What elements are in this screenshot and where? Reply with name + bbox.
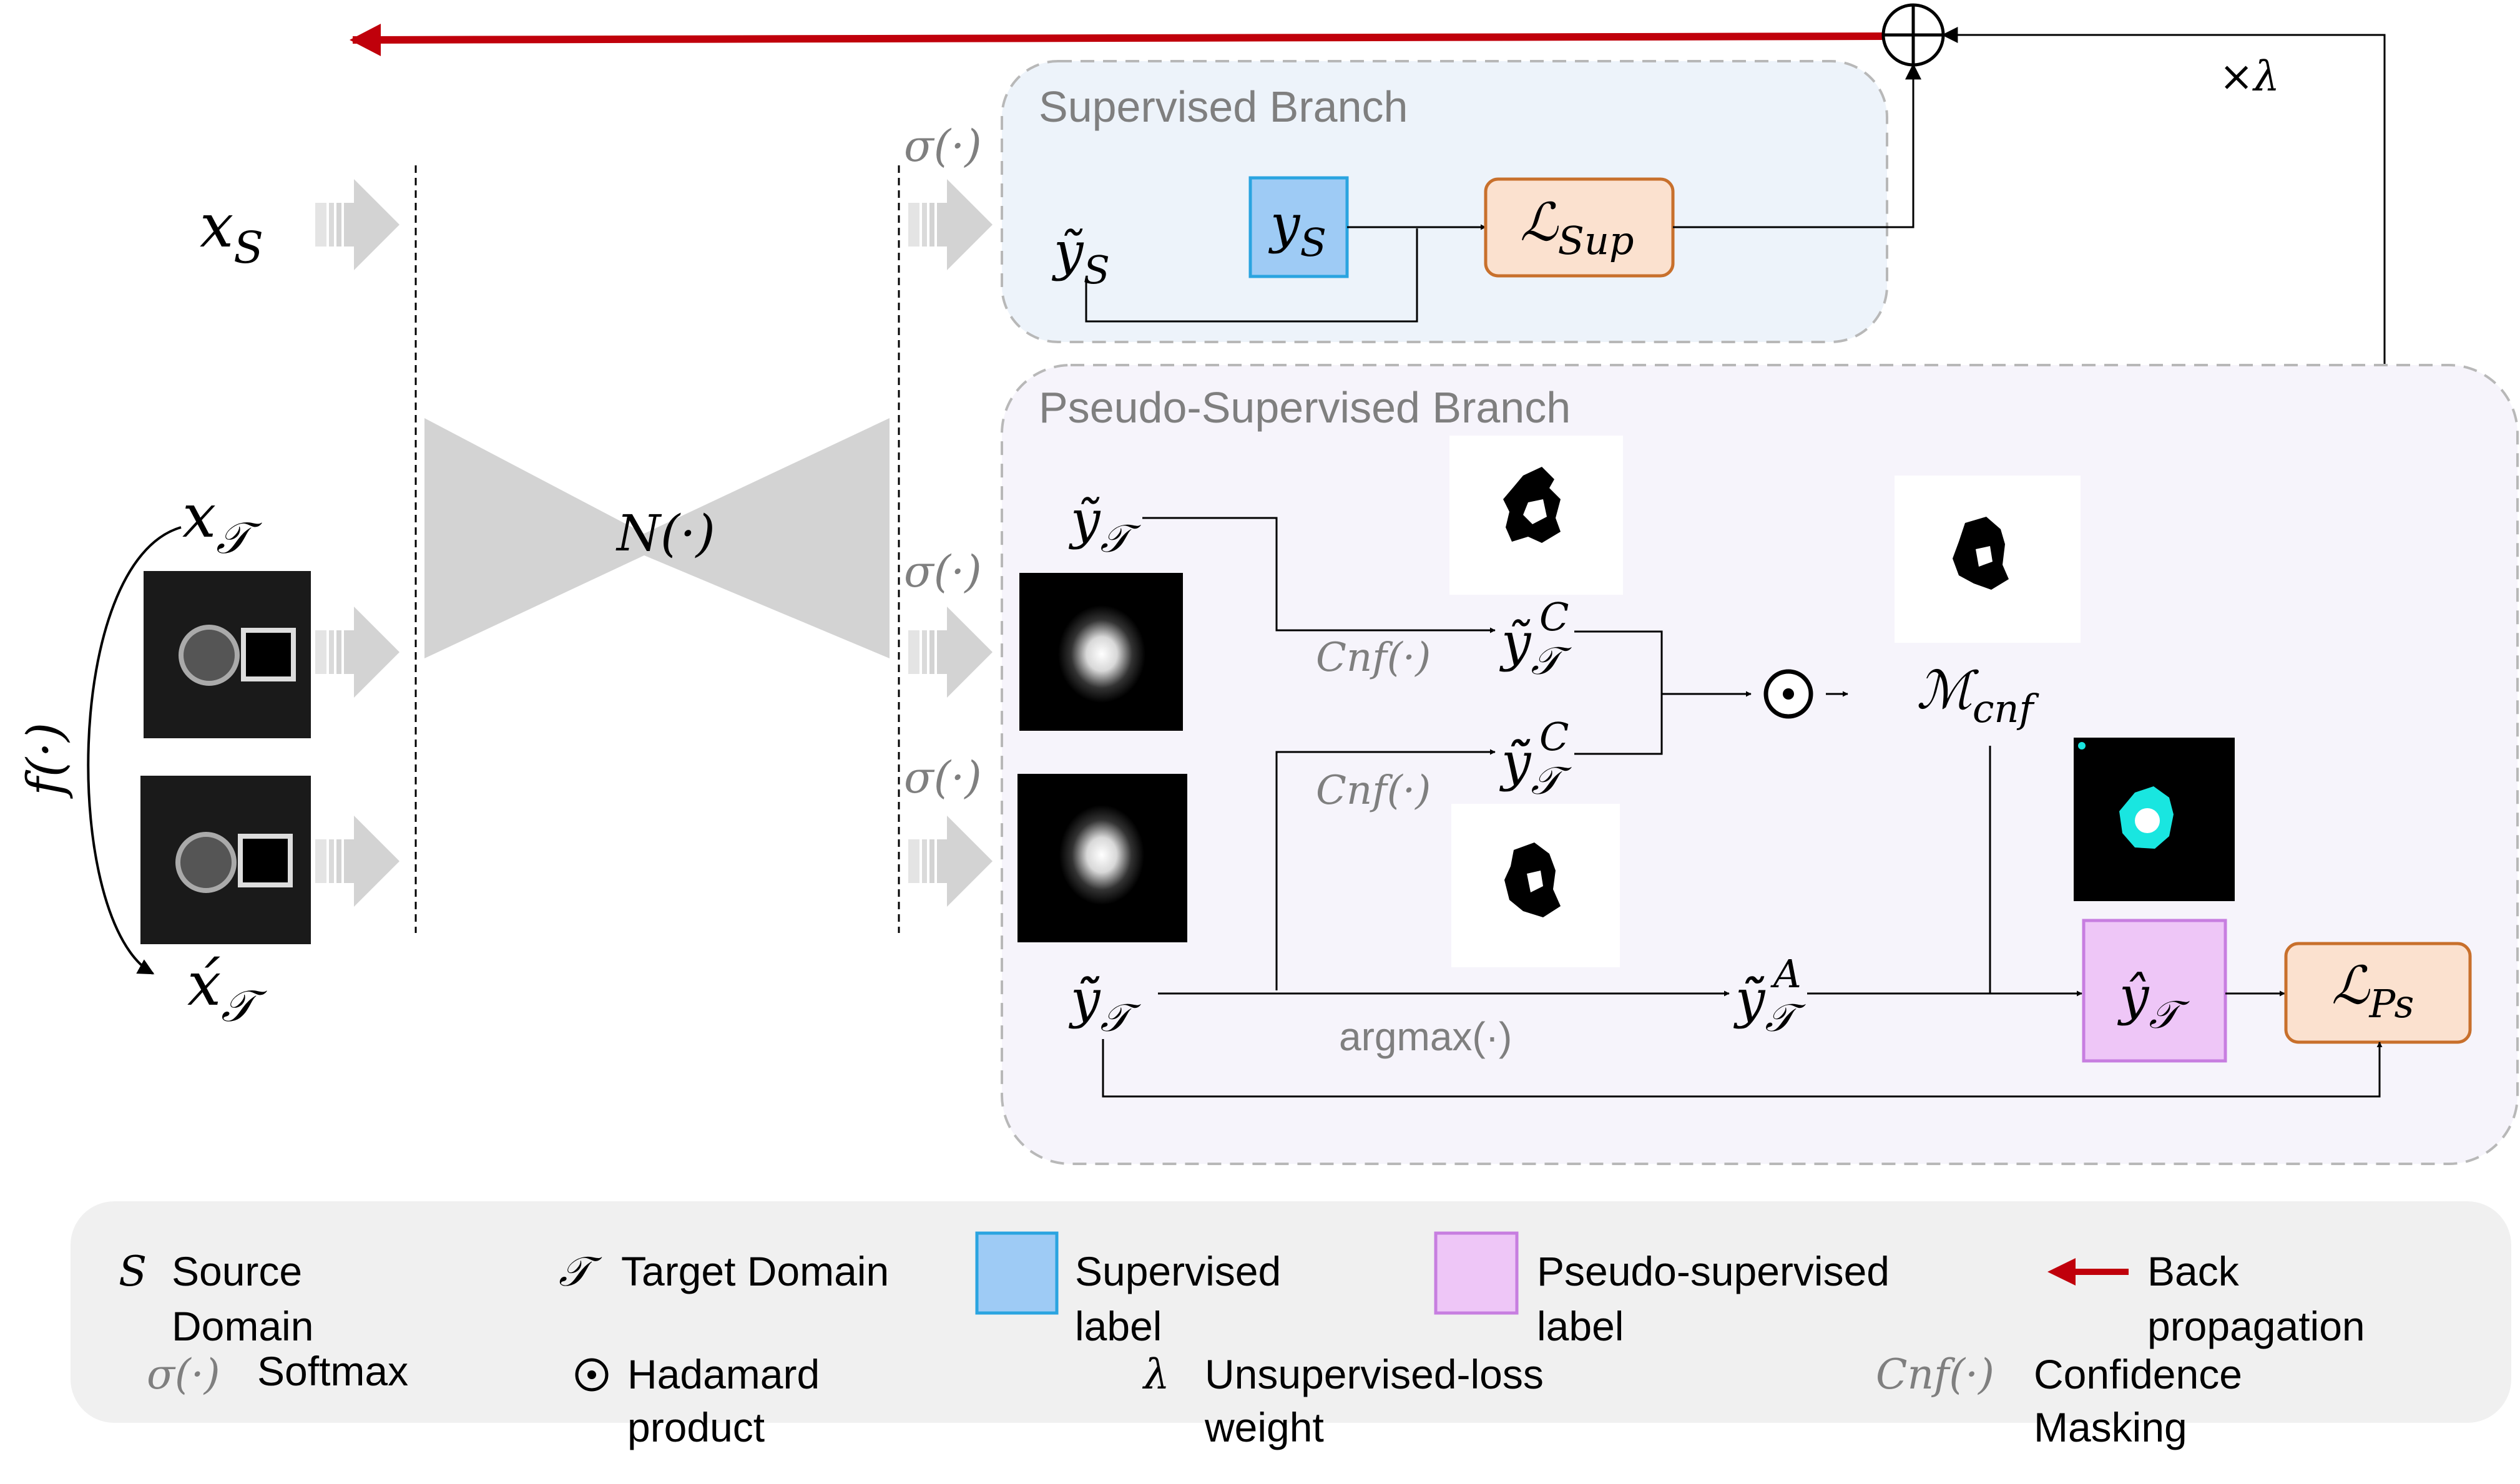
network-hourglass [424,418,890,658]
xt-input-arrow [315,607,400,698]
ys-tilde-label: ỹS [1051,221,1110,293]
ytt-to-cnf-line [1275,749,1496,990]
ys-tilde-line [1085,228,1418,323]
xt-mri-organ-1 [179,625,240,686]
supervised-branch-title: Supervised Branch [1039,82,1408,131]
augmentation-label: f(·) [16,723,74,799]
combined-mask-hole [1976,546,1993,567]
mask-hole-2 [1527,871,1543,892]
legend-pseudo-text-2: label [1537,1303,1624,1349]
cnf-label-2: Cnf(·) [1316,768,1431,814]
legend-lambda-text-1: Unsupervised-loss [1205,1351,1544,1397]
ys-label: yS [1268,193,1326,265]
mcnf-label: ℳcnf [1916,660,2039,731]
xs-input-arrow [315,179,400,270]
xtp-mri-organ-2 [238,834,293,887]
legend-source-text-1: Source [172,1248,302,1294]
legend-hadamard-dot [587,1370,596,1379]
yttc-to-hadamard-line [1574,691,1752,755]
legend-supervised-text-1: Supervised [1075,1248,1281,1294]
loss-sup-to-sum-line [1673,63,1921,228]
lambda-label: ×λ [2219,52,2280,100]
sigma-arrow-2 [908,607,993,698]
legend-source-symbol: S [119,1247,147,1296]
legend-lambda-text-2: weight [1204,1404,1324,1450]
legend-supervised-text-2: label [1075,1303,1162,1349]
mask-hole-1 [1523,499,1547,524]
ys-label-box [1248,176,1349,278]
augmentation-arc [87,526,182,975]
sigma-label-1: σ(·) [904,120,982,172]
pseudo-label-overlay-speck [2078,742,2086,749]
prob-map-2-blob [1059,805,1144,905]
pseudo-label-box [2082,919,2227,1063]
legend-softmax-symbol: σ(·) [147,1350,220,1399]
pseudo-label-overlay-core [2135,808,2160,833]
legend-pseudo-text-1: Pseudo-supervised [1537,1248,1890,1294]
legend-cnf-symbol: Cnf(·) [1876,1350,1994,1399]
pseudo-branch-title: Pseudo-Supervised Branch [1039,383,1571,432]
sigma-arrow-1 [908,179,993,270]
xt-mri-organ-2 [241,628,296,681]
xt-label: x𝒯 [182,481,262,564]
legend-cnf-text-2: Masking [2034,1404,2187,1450]
sigma-label-3: σ(·) [904,752,982,803]
cnf-label-1: Cnf(·) [1316,635,1431,681]
legend-hadamard-text-1: Hadamard [627,1351,820,1397]
prob-map-1-blob [1058,605,1145,703]
legend-backprop-text-1: Back [2147,1248,2240,1294]
legend-hadamard-circle [575,1358,609,1392]
hadamard-dot [1783,688,1794,700]
xtp-label: x́𝒯 [187,949,267,1032]
legend-supervised-swatch [975,1231,1059,1315]
backprop-arrowhead [350,24,381,56]
network-label: N(·) [615,504,715,562]
xtp-input-arrow [315,816,400,907]
yt-to-cnf-line [1142,517,1496,633]
ytt-bottom-to-loss-line [1102,1039,2383,1098]
backprop-arrow [352,32,1886,44]
legend-backprop-arrowhead [2047,1258,2076,1286]
legend-source-text-2: Domain [172,1303,313,1349]
argmax-label: argmax(·) [1339,1014,1512,1059]
sigma-arrow-3 [908,816,993,907]
yt-tilde-label: ỹ𝒯 [1068,489,1141,561]
legend-lambda-symbol: λ [1142,1350,1170,1399]
xtp-mri-organ-1 [175,832,237,893]
legend-softmax-text: Softmax [257,1348,408,1394]
legend-pseudo-swatch [1434,1231,1519,1315]
pseudo-branch-box [1001,364,2519,1165]
sigma-label-2: σ(·) [904,546,982,597]
legend-backprop-text-2: propagation [2147,1303,2365,1349]
legend-target-text: Target Domain [621,1248,889,1294]
loss-ps-label: ℒPs [2331,955,2414,1027]
xs-label: xS [200,191,263,273]
legend-cnf-text-1: Confidence [2034,1351,2242,1397]
loss-sup-label: ℒSup [1520,192,1634,263]
legend-box [71,1201,2511,1423]
ytc-to-hadamard-line [1574,630,1663,694]
legend-hadamard-text-2: product [627,1404,765,1450]
